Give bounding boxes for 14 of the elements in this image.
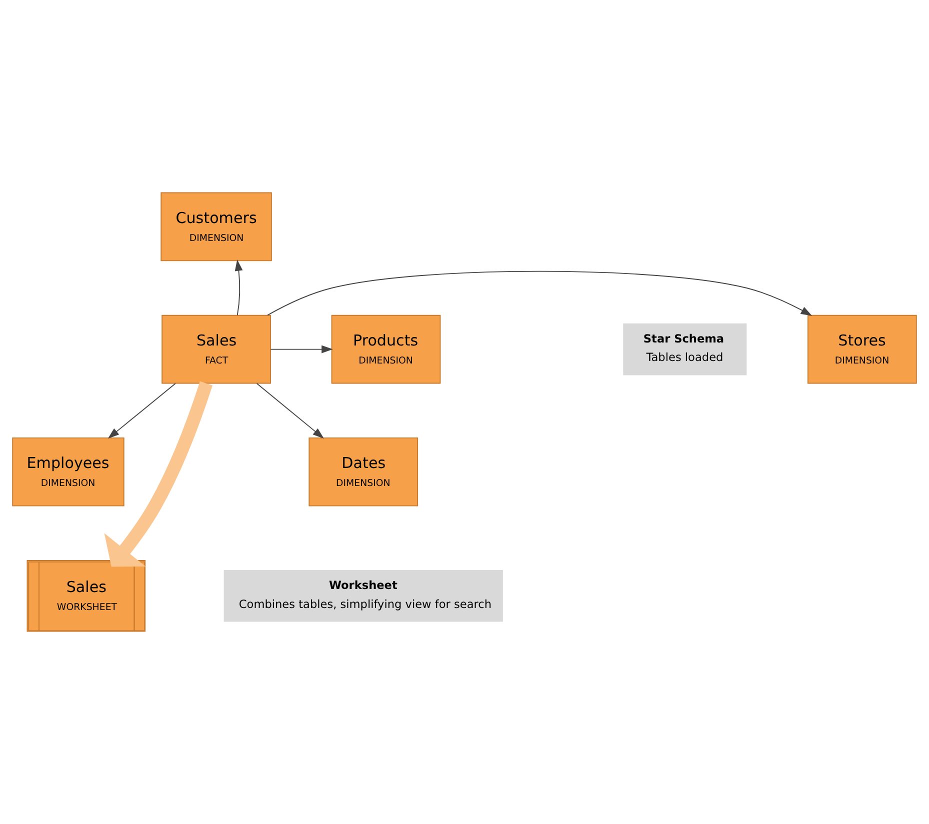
arrow	[108, 383, 176, 439]
node-box: Products DIMENSION	[331, 314, 441, 384]
node-box: Dates DIMENSION	[308, 437, 418, 506]
arrow	[270, 345, 333, 354]
arrow	[234, 260, 243, 316]
node-box: Star Schema Tables loaded	[623, 323, 747, 376]
arrow	[104, 381, 213, 567]
node-box: Sales FACT	[162, 314, 271, 384]
arrow	[267, 270, 812, 316]
node-box: Stores DIMENSION	[807, 314, 917, 384]
node-box: Worksheet Combines tables, simplifying view for search	[224, 570, 503, 622]
node-box: Employees DIMENSION	[12, 437, 124, 506]
arrow	[256, 383, 324, 439]
node-box: Customers DIMENSION	[160, 192, 272, 262]
